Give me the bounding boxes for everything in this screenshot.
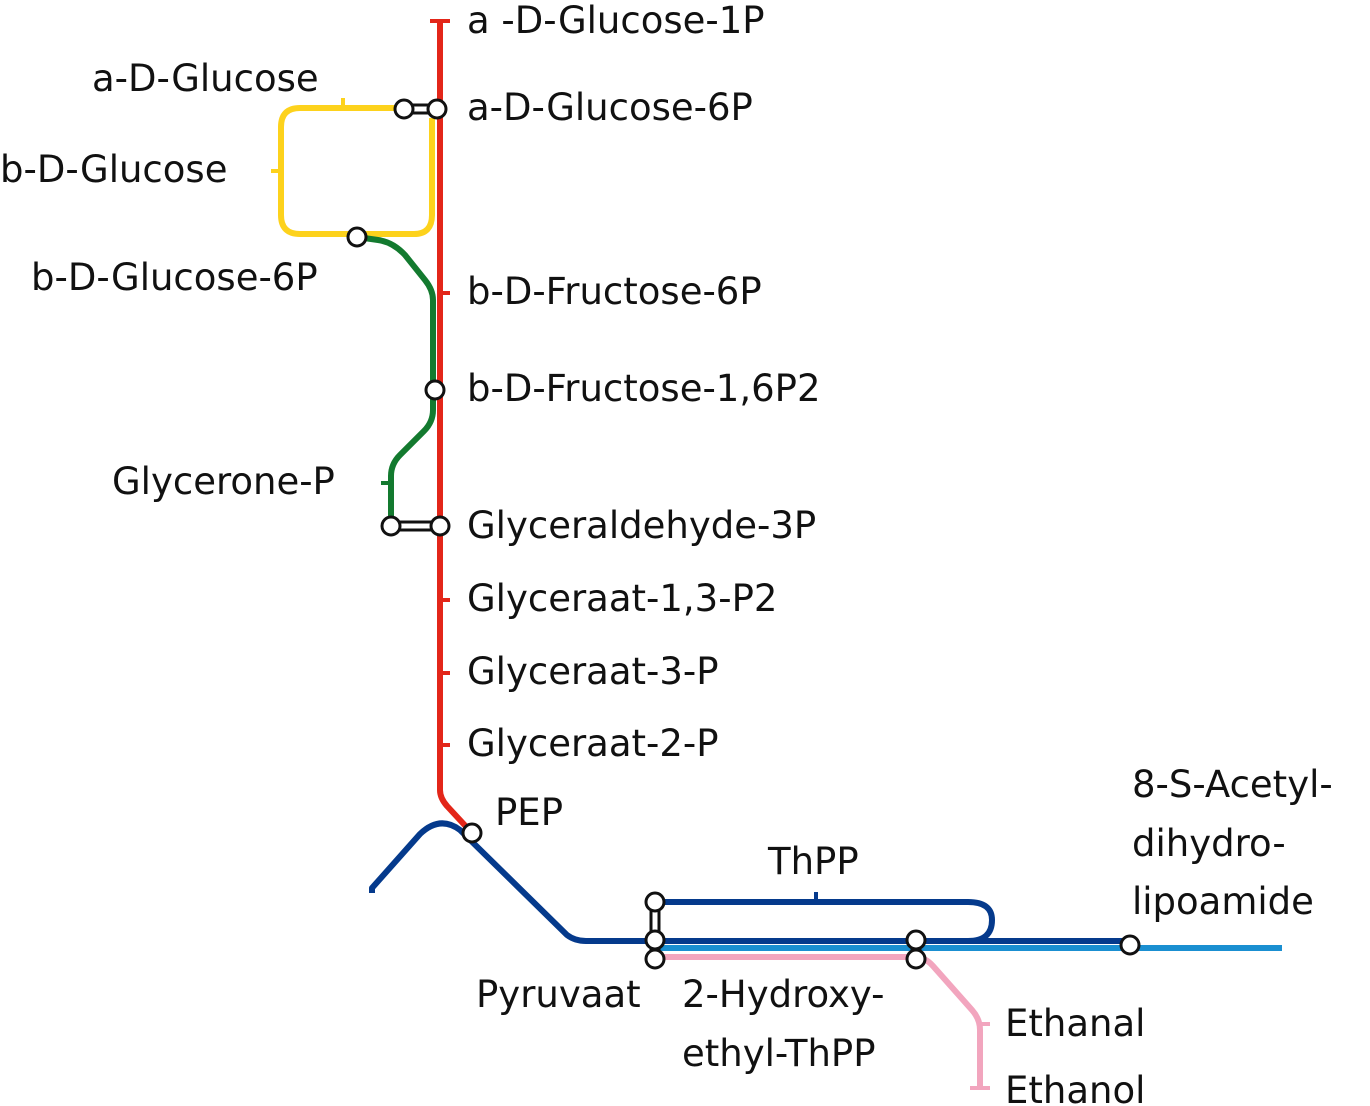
interchange-glyceraldehyde [380, 515, 451, 537]
label-fructose-6p: b-D-Fructose-6P [467, 270, 762, 313]
label-acetyl-line3: lipoamide [1132, 880, 1314, 923]
station-hydroxyethyl-pink [905, 948, 927, 970]
label-glucose-1p: a -D-Glucose-1P [467, 0, 765, 42]
interchange-hydroxyethyl [905, 929, 927, 970]
red-line [437, 20, 475, 836]
label-pep: PEP [495, 791, 563, 834]
label-hydroxyethyl-line2: ethyl-ThPP [682, 1032, 876, 1075]
station-fructose-16p2 [424, 379, 446, 401]
station-acetyl [1119, 934, 1141, 956]
label-thpp: ThPP [767, 840, 859, 883]
label-glyceraat-2p: Glyceraat-2-P [467, 722, 719, 765]
dark-blue-loop [655, 899, 995, 944]
label-hydroxyethyl-line1: 2-Hydroxy- [682, 973, 885, 1016]
label-ethanol: Ethanol [1005, 1069, 1145, 1106]
label-glyceraat-13p2: Glyceraat-1,3-P2 [467, 577, 777, 620]
yellow-line [278, 105, 435, 237]
label-glyceraldehyde-3p: Glyceraldehyde-3P [467, 504, 816, 547]
dark-blue-line [369, 820, 1130, 944]
label-fructose-16p2: b-D-Fructose-1,6P2 [467, 367, 821, 410]
label-acetyl-line2: dihydro- [1132, 822, 1286, 865]
label-glucose-6p: a-D-Glucose-6P [467, 86, 753, 129]
station-red-glyceraldehyde [429, 515, 451, 537]
label-acetyl-line1: 8-S-Acetyl- [1132, 763, 1333, 806]
station-b-glucose-6p [346, 226, 368, 248]
station-yellow-glucose-6p [393, 98, 415, 120]
station-green-glyceraldehyde [380, 515, 402, 537]
label-b-glucose-6p: b-D-Glucose-6P [31, 256, 318, 299]
station-hydroxyethyl-main [905, 929, 927, 951]
station-pyruvaat-loop [644, 891, 666, 913]
interchange-pyruvaat [644, 891, 666, 970]
station-pyruvaat-pink [644, 948, 666, 970]
label-a-glucose: a-D-Glucose [92, 57, 319, 100]
green-line [356, 234, 436, 526]
label-glycerone-p: Glycerone-P [112, 460, 335, 503]
label-pyruvaat: Pyruvaat [476, 973, 641, 1016]
label-b-glucose: b-D-Glucose [0, 148, 227, 191]
label-glyceraat-3p: Glyceraat-3-P [467, 650, 719, 693]
station-pep [461, 822, 483, 844]
label-ethanal: Ethanal [1005, 1002, 1145, 1045]
interchange-glucose-6p [393, 98, 448, 120]
station-pyruvaat-main [644, 929, 666, 951]
station-red-glucose-6p [426, 98, 448, 120]
